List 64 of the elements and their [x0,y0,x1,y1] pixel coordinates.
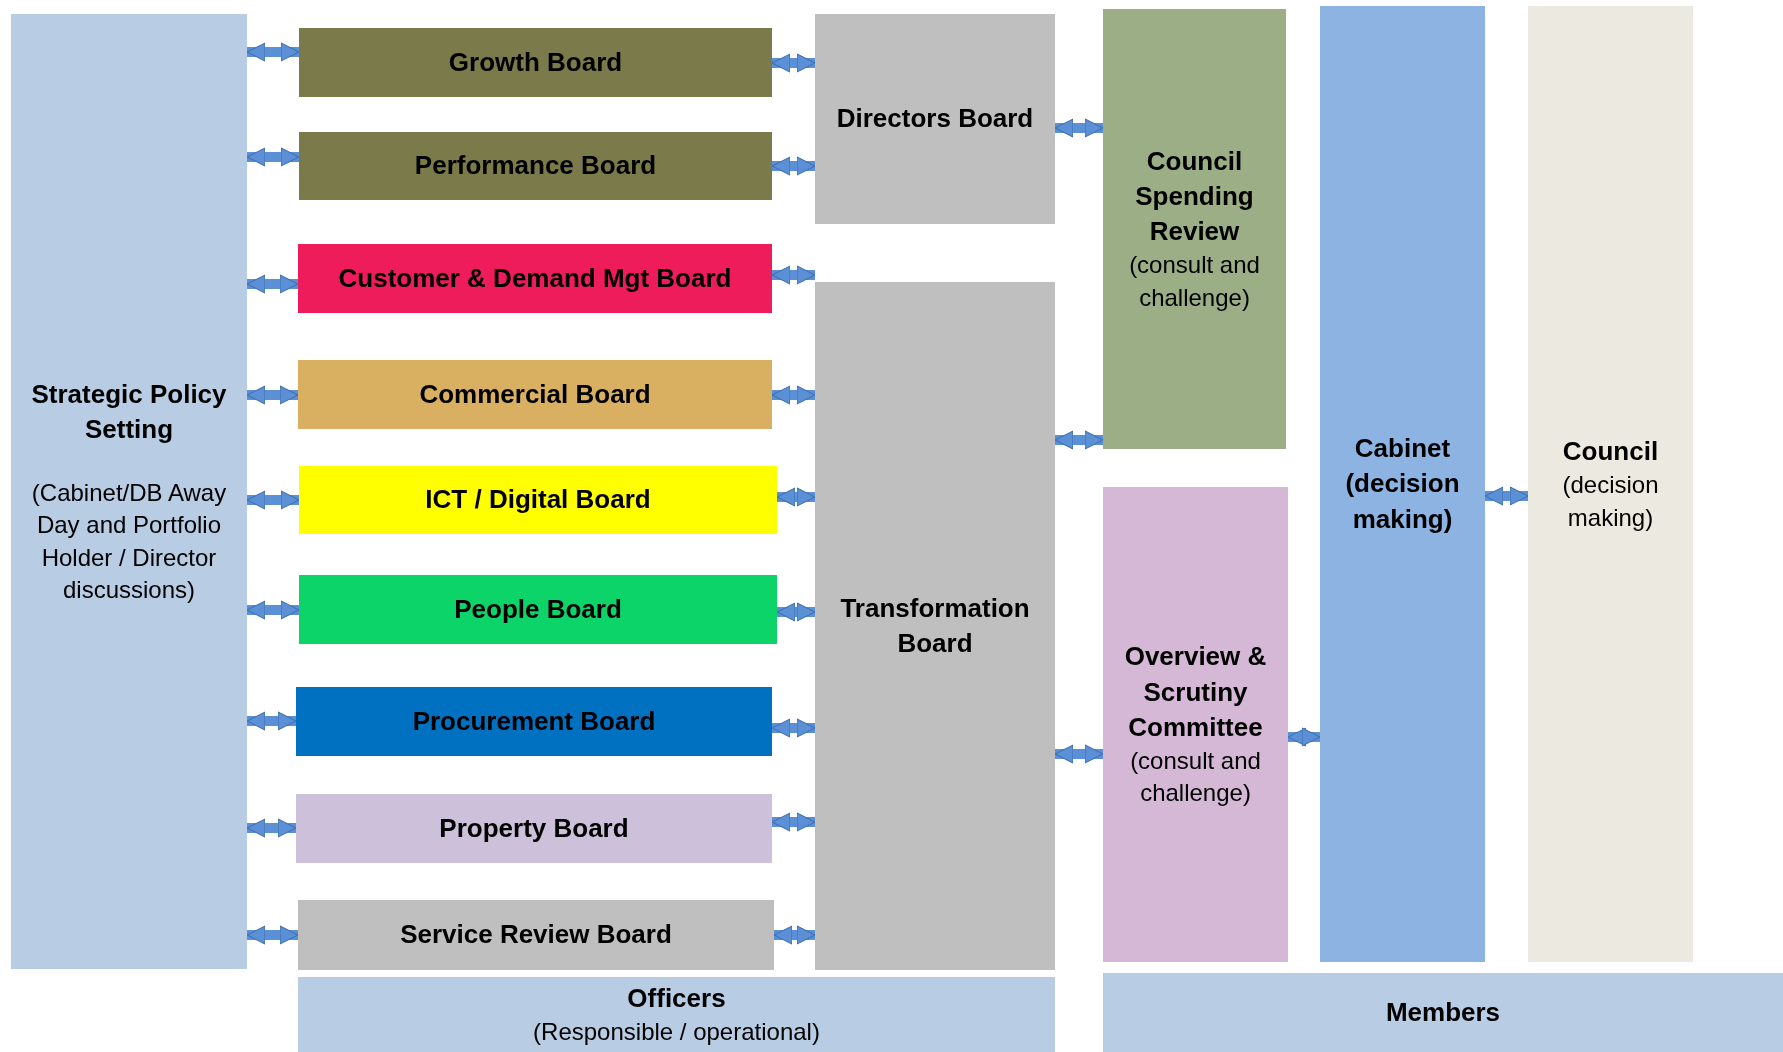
council-panel [1528,6,1693,962]
cabinet-panel [1320,6,1485,962]
node-title: ICT / Digital Board [425,483,651,517]
double-arrow [773,925,816,945]
double-arrow [246,42,300,62]
group-band [1103,973,1783,1052]
double-arrow [246,711,297,731]
node-subtitle: (decision making) [1561,470,1660,533]
node-title: Commercial Board [419,377,651,411]
double-arrow [246,925,299,945]
node-title: Council [1562,435,1659,469]
double-arrow [246,818,297,838]
board-box [298,244,772,313]
double-arrow [246,600,300,620]
double-arrow [246,490,300,510]
node-title: Transformation Board [839,591,1031,660]
node-title: Procurement Board [412,704,656,738]
double-arrow [771,156,816,176]
node-title: Strategic Policy Setting [30,377,228,446]
board-box [299,132,772,200]
policy-panel [11,14,247,969]
node-title: Cabinet (decision making) [1344,432,1461,536]
node-title: Overview & Scrutiny Committee [1123,640,1268,744]
node-subtitle: (consult and challenge) [1129,745,1262,809]
double-arrow [771,53,816,73]
node-subtitle: (Responsible / operational) [533,1016,820,1047]
double-arrow [1287,727,1321,747]
double-arrow [246,147,300,167]
board-box [296,794,772,863]
node-title: Officers [627,981,726,1015]
board-box [298,360,772,429]
node-title: Property Board [439,811,629,845]
board-panel [815,282,1055,970]
double-arrow [1054,118,1104,138]
node-title: Customer & Demand Mgt Board [338,261,732,295]
committee-panel [1103,487,1288,962]
double-arrow [771,385,816,405]
double-arrow [776,602,816,622]
board-box [296,687,772,756]
board-box [299,28,772,97]
group-band [298,977,1055,1052]
node-title: Council Spending Review [1134,144,1255,249]
node-title: Directors Board [836,102,1034,136]
node-subtitle: (consult and challenge) [1128,250,1261,313]
node-title: Service Review Board [400,918,672,952]
double-arrow [771,812,816,832]
double-arrow [1054,744,1104,764]
node-title: People Board [454,592,622,626]
board-box [298,900,774,970]
board-panel [815,14,1055,224]
double-arrow [1054,430,1104,450]
double-arrow [1484,486,1529,506]
double-arrow [771,265,816,285]
node-subtitle: (Cabinet/DB Away Day and Portfolio Holder / Director discussions) [30,477,228,605]
board-box [299,575,777,644]
node-title: Members [1385,995,1501,1029]
double-arrow [246,385,299,405]
double-arrow [771,718,816,738]
node-title: Performance Board [414,149,657,183]
board-box [299,466,777,534]
node-title: Growth Board [448,45,623,79]
committee-panel [1103,9,1286,449]
double-arrow [246,274,299,294]
double-arrow [776,487,816,507]
